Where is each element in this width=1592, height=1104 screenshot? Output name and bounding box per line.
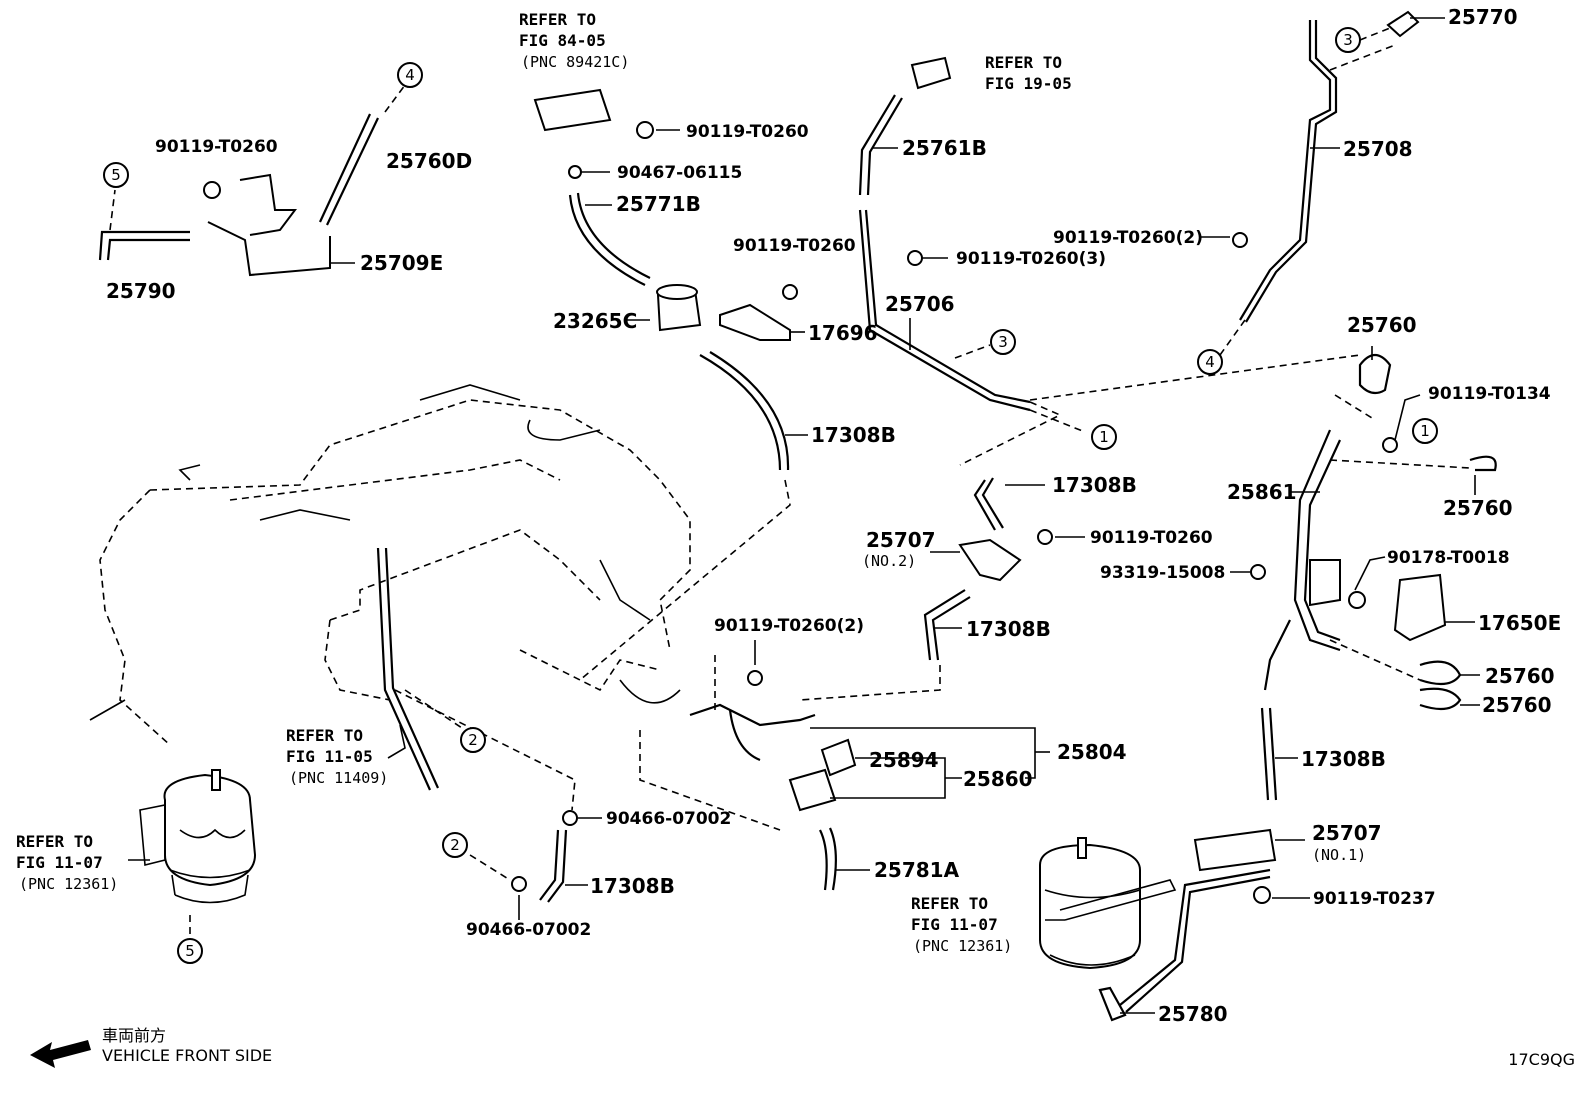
callout-3-b: 3 [990, 329, 1016, 355]
part-label-25707: 25707 [1312, 821, 1382, 845]
callout-2-a: 2 [460, 727, 486, 753]
part-label-25706: 25706 [885, 292, 955, 316]
part-label-25707: 25707 [866, 528, 936, 552]
callout-number: 2 [450, 836, 460, 854]
hoses-and-pipes [98, 10, 1497, 1022]
engine-mount-left [139, 769, 257, 904]
part-label-93319-15008: 93319-15008 [1100, 563, 1225, 583]
part-label-25709e: 25709E [360, 251, 443, 275]
refer-pnc-label: (PNC 89421C) [521, 53, 629, 71]
dashed-connectors [109, 27, 1471, 940]
part-label-90467-06115: 90467-06115 [617, 163, 742, 183]
refer-fig-label: FIG 84-05 [519, 31, 606, 50]
part-label-17308b: 17308B [966, 617, 1051, 641]
refer-pnc-label: (PNC 12361) [19, 875, 118, 893]
refer-to-label: REFER TO [286, 726, 363, 745]
callout-number: 1 [1099, 428, 1109, 446]
front-arrow-icon [30, 1040, 91, 1068]
part-label-25790: 25790 [106, 279, 176, 303]
refer-fig-label: FIG 11-07 [16, 853, 103, 872]
part-label-17650e: 17650E [1478, 611, 1561, 635]
refer-pnc-label: (PNC 12361) [913, 937, 1012, 955]
part-label-25760: 25760 [1443, 496, 1513, 520]
callout-1-b: 1 [1412, 418, 1438, 444]
refer-to-label: REFER TO [985, 53, 1062, 72]
part-label-90119-t0260-3: 90119-T0260(3) [956, 249, 1106, 269]
callout-number: 5 [185, 942, 195, 960]
part-label-17308b: 17308B [1052, 473, 1137, 497]
callout-2-b: 2 [442, 832, 468, 858]
part-label-90119-t0237: 90119-T0237 [1313, 889, 1436, 909]
vehicle-front-label: VEHICLE FRONT SIDE [102, 1046, 272, 1065]
callout-number: 4 [405, 66, 415, 84]
part-label-25760d: 25760D [386, 149, 472, 173]
part-label-25894: 25894 [869, 748, 939, 772]
vehicle-front-label-jp: 車両前方 [102, 1026, 166, 1045]
part-label-23265c: 23265C [553, 309, 637, 333]
callout-5-a: 5 [103, 162, 129, 188]
part-label-90119-t0260: 90119-T0260 [1090, 528, 1213, 548]
part-label-25770: 25770 [1448, 5, 1518, 29]
part-sublabel-no2: (NO.2) [862, 552, 916, 570]
part-label-90119-t0134: 90119-T0134 [1428, 384, 1551, 404]
part-label-17308b: 17308B [811, 423, 896, 447]
part-label-90466-07002: 90466-07002 [606, 809, 731, 829]
part-label-17696: 17696 [808, 321, 878, 345]
part-label-25708: 25708 [1343, 137, 1413, 161]
refer-fig-label: FIG 11-05 [286, 747, 373, 766]
refer-to-label: REFER TO [519, 10, 596, 29]
callout-number: 4 [1205, 353, 1215, 371]
engine-mount-right [1039, 837, 1177, 970]
part-label-90466-07002: 90466-07002 [466, 920, 591, 940]
part-label-90119-t0260: 90119-T0260 [155, 137, 278, 157]
front-direction-indicator: 車両前方 VEHICLE FRONT SIDE [30, 1026, 272, 1068]
part-label-25780: 25780 [1158, 1002, 1228, 1026]
callout-number: 5 [111, 166, 121, 184]
callout-4-b: 4 [1197, 349, 1223, 375]
refer-pnc-label: (PNC 11409) [289, 769, 388, 787]
part-label-25861: 25861 [1227, 480, 1297, 504]
refer-fig-label: FIG 11-07 [911, 915, 998, 934]
part-label-25860: 25860 [963, 767, 1033, 791]
part-label-25760: 25760 [1347, 313, 1417, 337]
part-label-90119-t0260-2: 90119-T0260(2) [1053, 228, 1203, 248]
refer-to-label: REFER TO [16, 832, 93, 851]
part-label-90119-t0260: 90119-T0260 [686, 122, 809, 142]
part-label-25760: 25760 [1482, 693, 1552, 717]
callout-5-b: 5 [177, 938, 203, 964]
engine-outline [89, 384, 691, 746]
part-label-17308b: 17308B [590, 874, 675, 898]
refer-fig-label: FIG 19-05 [985, 74, 1072, 93]
part-label-90119-t0260-2: 90119-T0260(2) [714, 616, 864, 636]
part-sublabel-no1: (NO.1) [1312, 846, 1366, 864]
callout-number: 2 [468, 731, 478, 749]
callout-1-a: 1 [1091, 424, 1117, 450]
diagram-code: 17C9QG [1508, 1050, 1575, 1069]
leader-lines [128, 17, 1480, 1014]
part-label-25760: 25760 [1485, 664, 1555, 688]
callout-number: 3 [1343, 31, 1353, 49]
callout-4-a: 4 [397, 62, 423, 88]
reference-labels: REFER TO FIG 84-05 (PNC 89421C) REFER TO… [16, 10, 1072, 955]
callout-number: 3 [998, 333, 1008, 351]
callout-3-a: 3 [1335, 27, 1361, 53]
callout-circles: 1 1 2 2 3 3 4 4 5 5 [103, 27, 1438, 964]
part-label-25781a: 25781A [874, 858, 960, 882]
part-label-17308b: 17308B [1301, 747, 1386, 771]
part-label-25761b: 25761B [902, 136, 987, 160]
refer-to-label: REFER TO [911, 894, 988, 913]
part-labels: 25760D 25790 25709E 90119-T0260 90119-T0… [106, 5, 1561, 1026]
part-label-90119-t0260: 90119-T0260 [733, 236, 856, 256]
part-label-90178-t0018: 90178-T0018 [1387, 548, 1510, 568]
part-label-25804: 25804 [1057, 740, 1127, 764]
callout-number: 1 [1420, 422, 1430, 440]
part-label-25771b: 25771B [616, 192, 701, 216]
